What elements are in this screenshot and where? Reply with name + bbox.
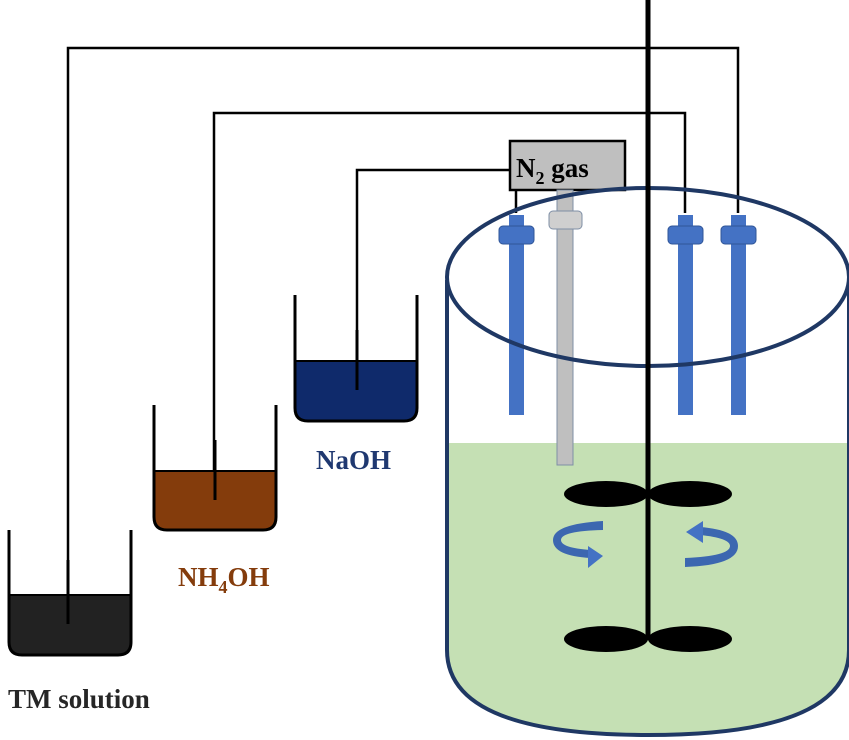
rotation-arrow-left-icon	[553, 521, 603, 568]
label-tm-solution: TM solution	[8, 684, 150, 714]
rotation-arrow-right-icon	[685, 521, 738, 567]
beaker-tm-solution	[7, 530, 133, 657]
label-nh4oh: NH4OH	[178, 562, 270, 597]
feed-tube-tm	[720, 215, 757, 415]
naoh-feed-line	[355, 168, 510, 390]
beaker-nh4oh	[152, 405, 278, 532]
feed-tube-nh4oh	[667, 215, 704, 415]
label-n2-gas: N2 gas	[516, 153, 589, 188]
impeller-lower	[564, 626, 732, 652]
feed-tube-naoh	[498, 215, 535, 415]
tm-feed-line	[66, 46, 740, 622]
n2-gas-box: N2 gas	[508, 139, 627, 192]
impeller-upper	[564, 481, 732, 507]
label-naoh: NaOH	[316, 445, 391, 475]
gas-tube	[548, 189, 583, 466]
beaker-naoh	[293, 295, 419, 423]
nh4oh-feed-line	[212, 111, 687, 497]
